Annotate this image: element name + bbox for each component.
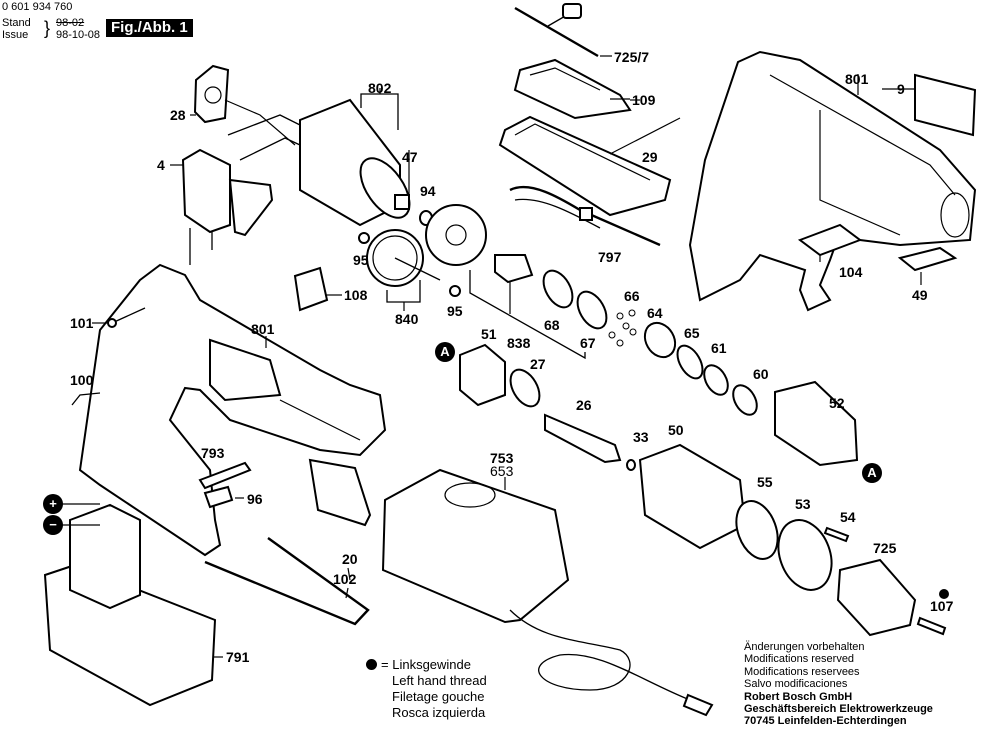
motor-drawing [299,88,411,227]
legend-line: Filetage gouche [392,689,485,704]
left-housing-drawing [78,263,387,557]
callout-104: 104 [839,264,863,280]
spindle-drawing [459,343,636,471]
callout-64: 64 [647,305,663,321]
callout-725: 725 [873,540,897,556]
company-address: 70745 Leinfelden-Echterdingen [744,715,907,728]
callout-26: 26 [576,397,592,413]
callout-67: 67 [580,335,596,351]
right-housing-drawing [688,50,977,312]
brace-symbol: } [44,18,51,38]
callout-49: 49 [912,287,928,303]
company-name: Robert Bosch GmbH [744,690,853,703]
callout-840: 840 [395,311,419,327]
callout-47: 47 [402,149,418,165]
callout-68: 68 [544,317,560,333]
callout-52: 52 [829,395,845,411]
screw-101-drawing [111,307,146,324]
callout-53: 53 [795,496,811,512]
callout-107: 107 [930,598,954,614]
callout-61: 61 [711,340,727,356]
callout-65: 65 [684,325,700,341]
callout-54: 54 [840,509,856,525]
wire-100-drawing [71,392,101,406]
filter-108-drawing [293,266,329,312]
callout-101: 101 [70,315,94,331]
callout-109: 109 [632,92,656,108]
legend-line: Rosca izquierda [392,705,486,720]
footer-line: Salvo modificaciones [744,678,848,691]
stand-label: Stand [2,17,31,29]
legend: = Linksgewinde Left hand thread Filetage… [366,657,487,721]
gear-housing-52-drawing [774,380,859,467]
strap-drawing [509,185,661,247]
callout-27: 27 [530,356,546,372]
issue-date: 98-10-08 [56,29,101,41]
part-number: 0 601 934 760 [2,1,73,13]
callout-94: 94 [420,183,436,199]
callout-797: 797 [598,249,622,265]
callout-66: 66 [624,288,640,304]
callout-102: 102 [333,571,357,587]
footer-line: Modifications reservees [744,665,860,678]
chuck-drawing [735,500,949,637]
footer-notice: Änderungen vorbehalten Modifications res… [744,641,933,728]
callout-801-right: 801 [845,71,869,87]
bit-793-drawing [198,461,252,490]
callout-653: 653 [490,463,514,479]
gears-drawing [358,204,487,311]
brush-plate-drawing [193,64,301,161]
footer-line: Modifications reserved [744,653,855,666]
callout-793: 793 [201,445,225,461]
nut-50-drawing [638,443,747,550]
charger-drawing [381,468,714,717]
seal-102-drawing [204,537,370,626]
callout-20: 20 [342,551,358,567]
nameplate-20-drawing [308,458,372,527]
clip-96-drawing [203,485,234,509]
callout-9: 9 [897,81,905,97]
callout-802: 802 [368,80,392,96]
callout-50: 50 [668,422,684,438]
callout-838: 838 [507,335,531,351]
callout-51: 51 [481,326,497,342]
callout-96: 96 [247,491,263,507]
callout-28: 28 [170,107,186,123]
callout-4: 4 [157,157,165,173]
planetary-drawing [469,254,758,416]
old-date: 98-02 [56,17,85,29]
callout-725-7: 725/7 [614,49,650,65]
leader-lines [54,74,922,658]
callout-100: 100 [70,372,94,388]
legend-equals: = [381,657,389,672]
division-name: Geschäftsbereich Elektrowerkzeuge [744,703,933,716]
legend-line: Left hand thread [392,673,487,688]
minus-terminal-icon: − [43,515,63,535]
issue-label: Issue [2,29,29,41]
callout-753: 753 [490,450,514,466]
marker-a-right: A [862,463,882,483]
callout-29: 29 [642,149,658,165]
legend-line: Linksgewinde [392,657,471,672]
switch-drawing [181,148,274,265]
callout-108: 108 [344,287,368,303]
callout-791: 791 [226,649,250,665]
callout-33: 33 [633,429,649,445]
left-thread-dot-icon [366,659,377,670]
figure-label: Fig./Abb. 1 [106,19,193,37]
callout-55: 55 [757,474,773,490]
marker-a-left: A [435,342,455,362]
plus-terminal-icon: + [43,494,63,514]
callout-801-left: 801 [251,321,275,337]
callout-95-lower: 95 [447,303,463,319]
battery-drawing [43,503,217,707]
callout-95-upper: 95 [353,252,369,268]
footer-line: Änderungen vorbehalten [744,641,865,653]
callout-60: 60 [753,366,769,382]
chuck-key-drawing [514,3,612,58]
battery-cover-drawing [498,58,681,217]
